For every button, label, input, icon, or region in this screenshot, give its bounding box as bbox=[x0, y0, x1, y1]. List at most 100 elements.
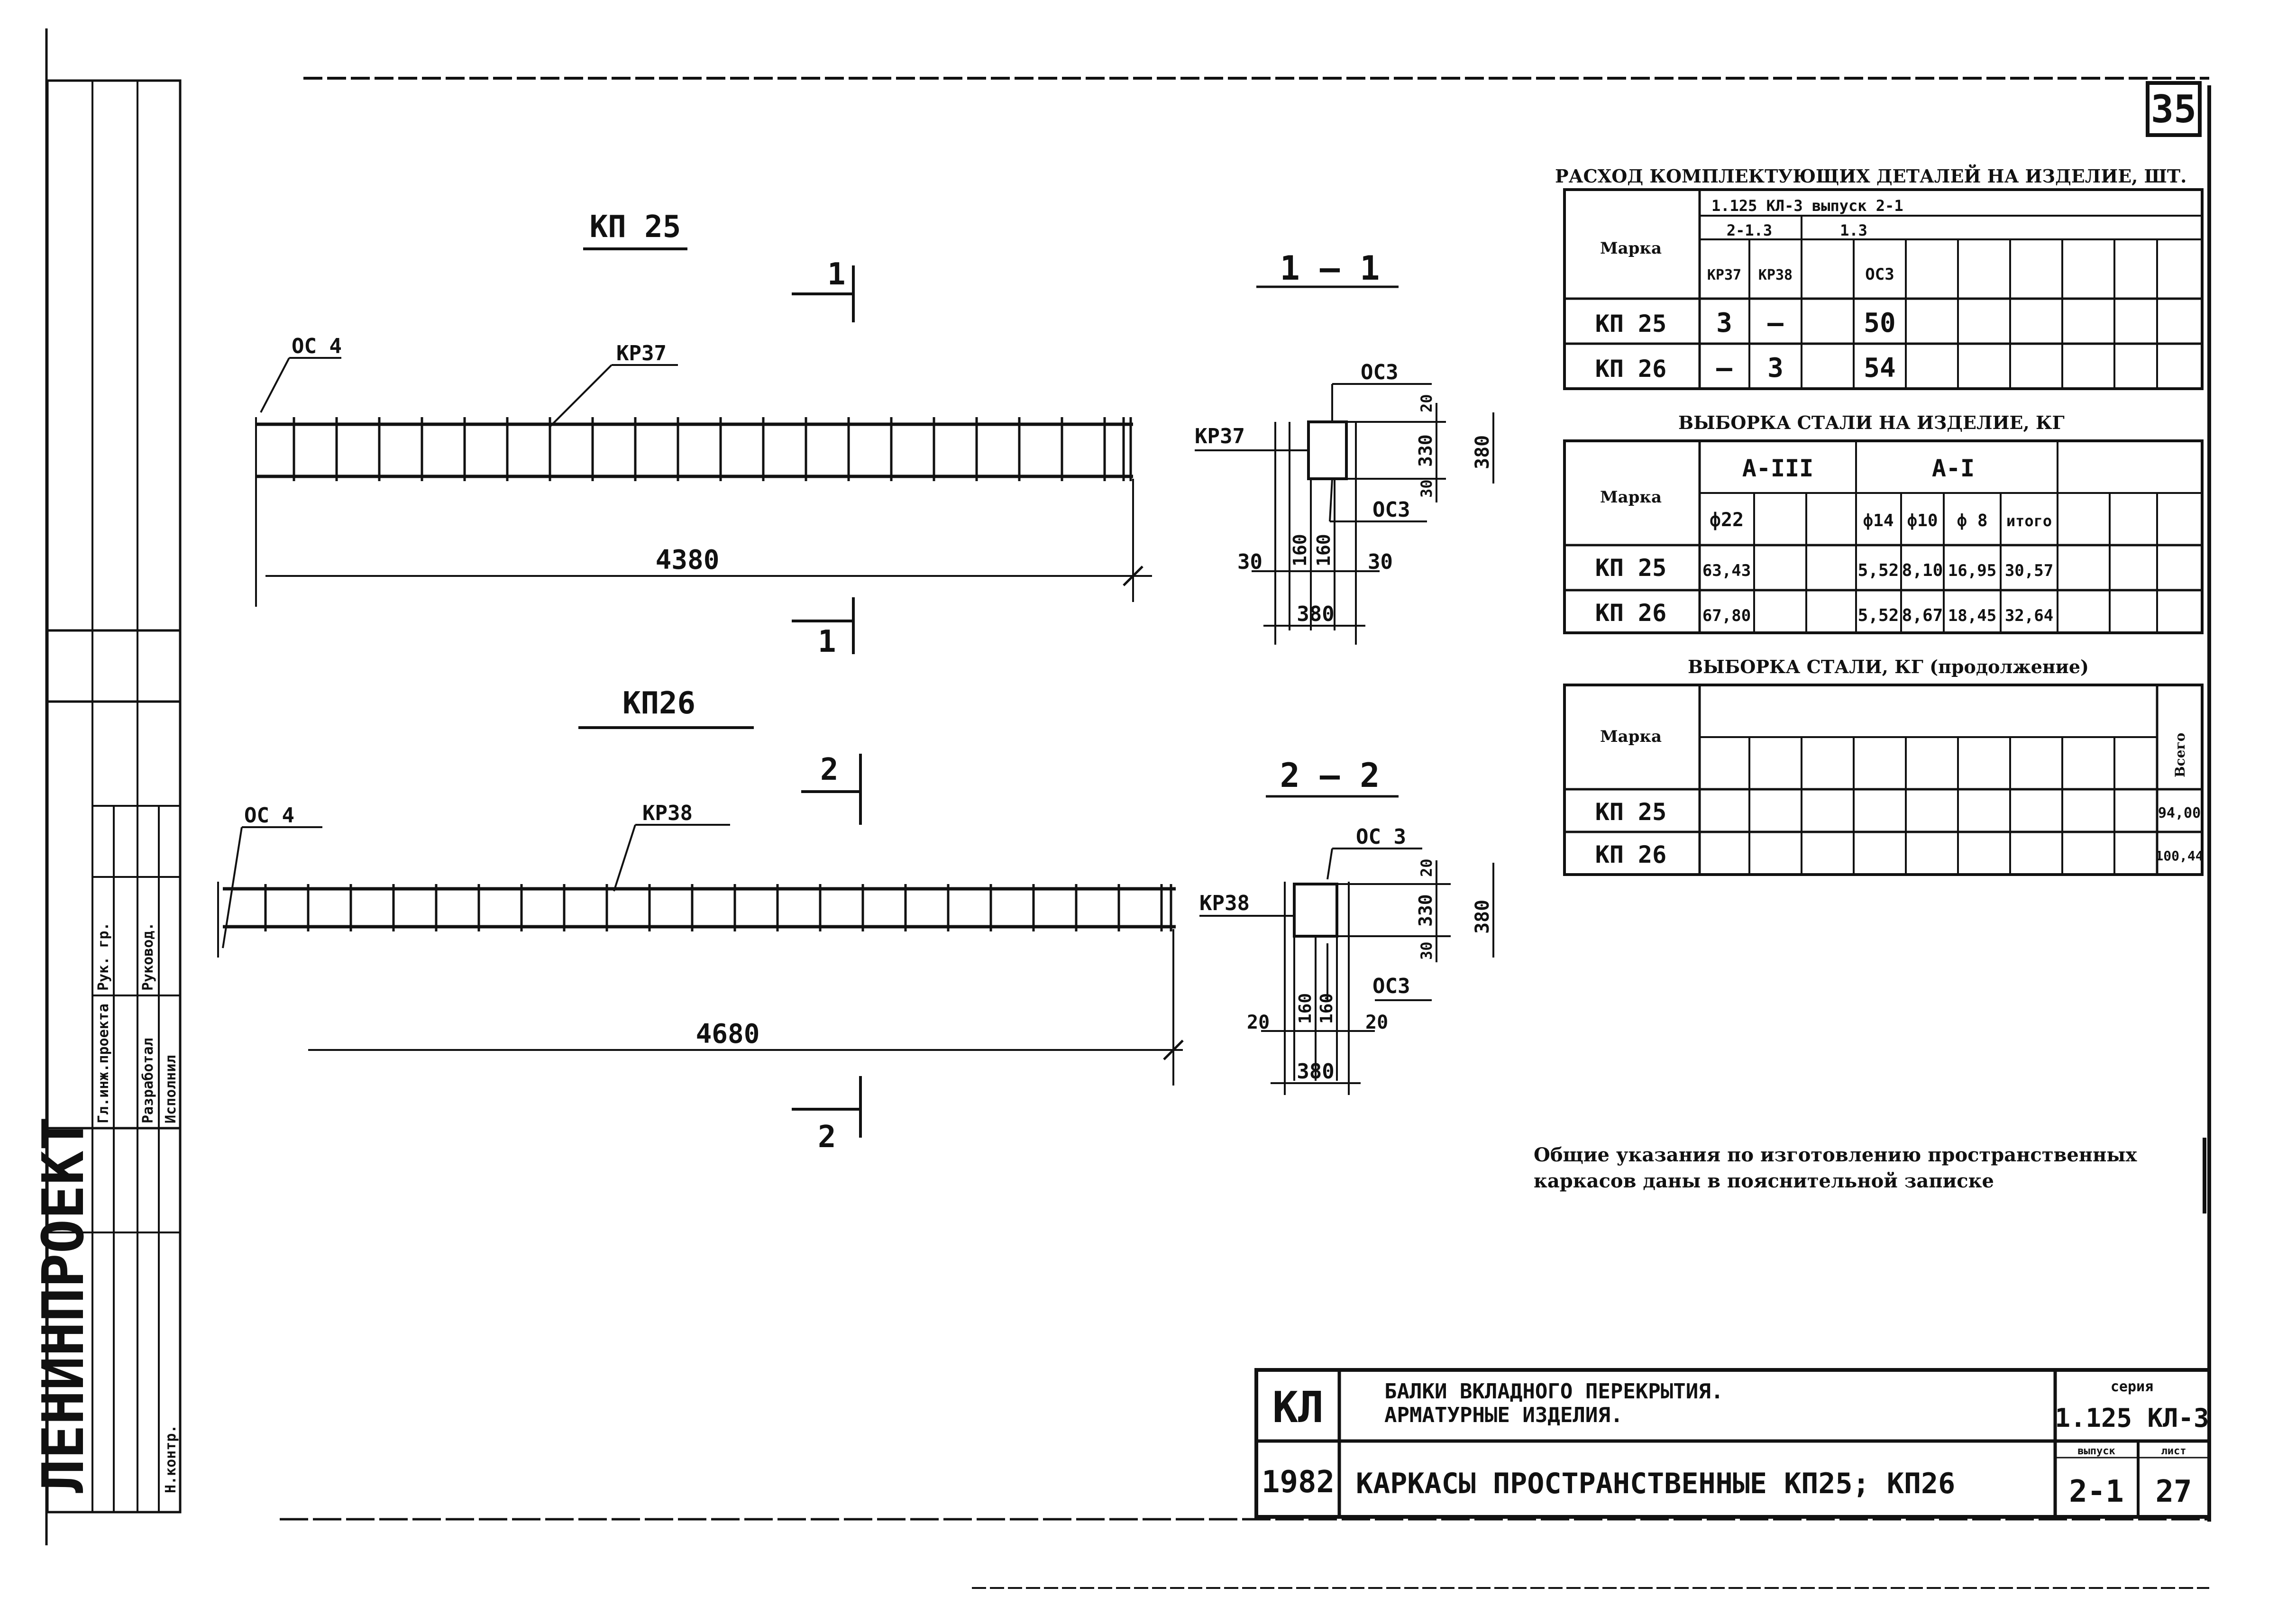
sheet-frame bbox=[45, 28, 2211, 1589]
table-steel-selection: ВЫБОРКА СТАЛИ НА ИЗДЕЛИЕ, КГ Марка А-III… bbox=[1563, 412, 2204, 634]
table2-row1-mark: КП 25 bbox=[1595, 554, 1667, 582]
table1-sub-1: КР37 bbox=[1707, 267, 1741, 283]
stamp-role-5: Исполнил bbox=[163, 1055, 179, 1124]
section2-top-label: ОС 3 bbox=[1356, 825, 1406, 849]
stamp-role-6: Н.контр. bbox=[163, 1425, 179, 1494]
kp26-cut-top: 2 bbox=[820, 752, 839, 787]
table1-row2-c4: 54 bbox=[1864, 353, 1895, 383]
table1-series: 1.125 КЛ-3 выпуск 2-1 bbox=[1711, 197, 1903, 215]
table2-row2-c1: 67,80 bbox=[1702, 606, 1751, 625]
table2-sub-6: ф 8 bbox=[1957, 511, 1987, 530]
table1-row2-mark: КП 26 bbox=[1595, 355, 1667, 383]
notes-line-2: каркасов даны в пояснительной записке bbox=[1534, 1170, 1994, 1192]
table2-title: ВЫБОРКА СТАЛИ НА ИЗДЕЛИЕ, КГ bbox=[1678, 412, 2065, 433]
left-stamp: ЛЕНИНПРОЕКТ Гл.инж.проекта Рук. гр. Разр… bbox=[31, 79, 182, 1514]
table3-row2-total: 100,44 bbox=[2155, 848, 2203, 864]
stamp-role-2: Рук. гр. bbox=[95, 922, 112, 991]
kp25-stirrups bbox=[293, 417, 1132, 481]
section1-d380: 380 bbox=[1297, 602, 1334, 626]
title-sheet-label: лист bbox=[2161, 1445, 2186, 1457]
kp26-stirrups bbox=[264, 884, 1172, 931]
stamp-role-3: Разработал bbox=[140, 1038, 156, 1123]
table2-row1-c4: 5,52 bbox=[1858, 561, 1899, 580]
notes-line-1: Общие указания по изготовлению пространс… bbox=[1534, 1144, 2137, 1166]
table-row: КП 25 63,43 5,52 8,10 16,95 30,57 bbox=[1595, 554, 2053, 582]
table3-col-mark: Марка bbox=[1600, 727, 1662, 746]
section1-lower-label: ОС3 bbox=[1372, 498, 1410, 522]
section2-d160b: 160 bbox=[1317, 993, 1336, 1024]
section2-d380v: 380 bbox=[1472, 900, 1493, 934]
section1-d380v: 380 bbox=[1472, 435, 1493, 469]
table-row: КП 25 3 — 50 bbox=[1595, 308, 1896, 338]
title-issue-label: выпуск bbox=[2077, 1445, 2115, 1457]
section2-d160a: 160 bbox=[1296, 993, 1315, 1024]
title-year: 1982 bbox=[1262, 1465, 1335, 1500]
kp26-cut-bottom: 2 bbox=[818, 1120, 836, 1155]
kp26-length: 4680 bbox=[696, 1019, 760, 1049]
table1-group-2: 1.3 bbox=[1840, 221, 1867, 239]
kp25-left-label: ОС 4 bbox=[292, 334, 342, 358]
section1-d160b: 160 bbox=[1313, 534, 1334, 566]
title-subject-1: БАЛКИ ВКЛАДНОГО ПЕРЕКРЫТИЯ. bbox=[1384, 1379, 1723, 1404]
section2-d380: 380 bbox=[1297, 1059, 1334, 1084]
section1-d30r: 30 bbox=[1368, 550, 1393, 574]
table-row: КП 26 67,80 5,52 8,67 18,45 32,64 bbox=[1595, 599, 2053, 627]
table3-row1-total: 94,00 bbox=[2158, 805, 2201, 821]
table2-col-mark: Марка bbox=[1600, 488, 1662, 507]
view-kp25: КП 25 1 1 ОС 4 КР37 bbox=[255, 210, 1152, 659]
title-sheet-title: КАРКАСЫ ПРОСТРАНСТВЕННЫЕ КП25; КП26 bbox=[1356, 1467, 1955, 1500]
title-code: КЛ bbox=[1272, 1383, 1324, 1432]
table-row: КП 25 94,00 bbox=[1595, 798, 2201, 826]
section2-lower-label: ОС3 bbox=[1372, 974, 1410, 998]
general-notes: Общие указания по изготовлению пространс… bbox=[1534, 1138, 2206, 1213]
view-kp26: КП26 2 2 ОС 4 КР38 bbox=[217, 686, 1184, 1155]
title-series-label: серия bbox=[2111, 1378, 2153, 1395]
table2-row2-c4: 5,52 bbox=[1858, 606, 1899, 625]
kp25-length: 4380 bbox=[656, 545, 720, 575]
table2-sub-5: ф10 bbox=[1907, 511, 1938, 530]
section2-side-label: КР38 bbox=[1199, 891, 1250, 915]
table-row: КП 26 — 3 54 bbox=[1595, 353, 1896, 383]
table1-sub-4: ОС3 bbox=[1865, 265, 1894, 284]
table3-row2-mark: КП 26 bbox=[1595, 841, 1667, 868]
table1-row1-c2: — bbox=[1767, 308, 1784, 338]
section2-d30: 30 bbox=[1418, 941, 1436, 960]
table2-row2-c6: 18,45 bbox=[1948, 606, 1996, 625]
table2-row1-c6: 16,95 bbox=[1948, 561, 1996, 580]
title-issue-value: 2-1 bbox=[2069, 1474, 2124, 1509]
table2-row2-c5: 8,67 bbox=[1902, 606, 1943, 625]
section1-d330: 330 bbox=[1415, 434, 1436, 467]
section2-d20: 20 bbox=[1418, 858, 1436, 877]
section1-d30l: 30 bbox=[1237, 550, 1262, 574]
section2-d330: 330 bbox=[1415, 894, 1436, 927]
table1-row1-mark: КП 25 bbox=[1595, 310, 1667, 338]
table2-sub-4: ф14 bbox=[1863, 511, 1894, 530]
section1-d20: 20 bbox=[1418, 394, 1436, 412]
section2-d20l: 20 bbox=[1247, 1012, 1270, 1033]
table-parts-consumption: РАСХОД КОМПЛЕКТУЮЩИХ ДЕТАЛЕЙ НА ИЗДЕЛИЕ,… bbox=[1555, 164, 2204, 390]
kp25-title: КП 25 bbox=[590, 210, 681, 245]
stamp-role-1: Гл.инж.проекта bbox=[95, 1004, 112, 1123]
table2-row2-mark: КП 26 bbox=[1595, 599, 1667, 627]
kp26-left-label: ОС 4 bbox=[244, 803, 294, 828]
section1-top-label: ОС3 bbox=[1361, 360, 1398, 384]
table2-sub-7: итого bbox=[2006, 512, 2052, 530]
table1-row2-c1: — bbox=[1716, 353, 1732, 383]
title-sheet-value: 27 bbox=[2155, 1474, 2192, 1509]
table1-title: РАСХОД КОМПЛЕКТУЮЩИХ ДЕТАЛЕЙ НА ИЗДЕЛИЕ,… bbox=[1555, 164, 2186, 187]
stamp-role-4: Руковод. bbox=[140, 922, 156, 991]
table1-row1-c1: 3 bbox=[1716, 308, 1732, 338]
stamp-org: ЛЕНИНПРОЕКТ bbox=[31, 1116, 97, 1493]
table-row: КП 26 100,44 bbox=[1595, 841, 2204, 868]
kp26-bar-label: КР38 bbox=[642, 801, 693, 825]
table1-sub-2: КР38 bbox=[1758, 267, 1793, 283]
table1-row2-c2: 3 bbox=[1767, 353, 1784, 383]
section1-title: 1 — 1 bbox=[1280, 249, 1380, 288]
sheet-number: 35 bbox=[2151, 87, 2196, 131]
section1-side-label: КР37 bbox=[1195, 424, 1245, 448]
section2-d20r: 20 bbox=[1365, 1012, 1388, 1033]
table3-title: ВЫБОРКА СТАЛИ, КГ (продолжение) bbox=[1688, 656, 2089, 677]
table2-row1-c1: 63,43 bbox=[1702, 561, 1751, 580]
section1-d160a: 160 bbox=[1290, 534, 1310, 566]
